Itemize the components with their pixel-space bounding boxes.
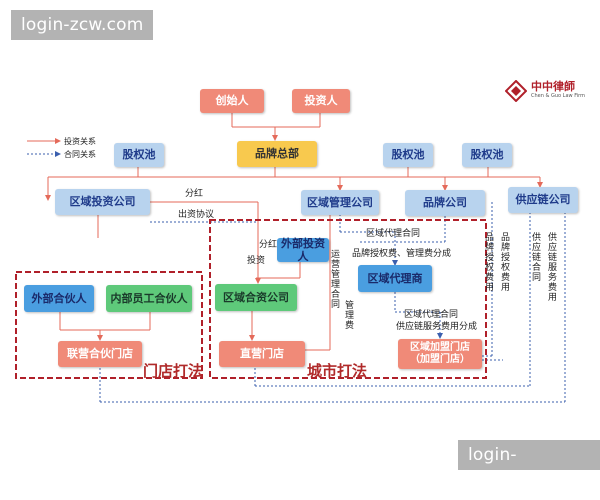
label-brand-license-fee-2: 品牌授权费用 [499, 232, 509, 292]
logo: 中中律師 Chen & Guo Law Firm [505, 78, 589, 104]
watermark-top: login-zcw.com [11, 10, 154, 40]
label-brand-license-fee: 品牌授权费用 [483, 232, 493, 292]
node-jv-store: 联营合伙门店 [58, 341, 142, 367]
label-supply-service-fee: 供应链服务费用 [546, 232, 556, 302]
label-ops-contract: 运营管理合同 [329, 249, 339, 309]
label-supply-fee-split: 供应链服务费用分成 [396, 322, 478, 332]
legend-invest: 投资关系 [64, 137, 96, 146]
node-regional-agent: 区域代理商 [358, 265, 432, 292]
node-brand-hq: 品牌总部 [237, 141, 317, 167]
label-dividend-1: 分红 [185, 189, 204, 199]
node-equity-pool-3: 股权池 [462, 143, 512, 167]
node-internal-partner: 内部员工合伙人 [106, 285, 192, 312]
node-franchise-store: 区域加盟门店 （加盟门店） [398, 339, 482, 369]
logo-cn: 中中律師 [531, 80, 575, 93]
label-supply-contract: 供应链合同 [530, 232, 540, 282]
node-external-investor: 外部投资人 [277, 237, 329, 263]
label-invest-agreement: 出资协议 [178, 210, 215, 220]
logo-emblem-icon [505, 80, 527, 102]
node-regional-jv: 区域合资公司 [215, 284, 297, 311]
node-equity-pool-1: 股权池 [114, 143, 164, 167]
label-mgmt-fee: 管理费 [343, 300, 353, 330]
node-external-partner: 外部合伙人 [24, 285, 94, 312]
label-city-method: 城市打法 [307, 362, 368, 380]
label-invest: 投资 [247, 256, 266, 266]
node-founder: 创始人 [200, 89, 264, 113]
node-equity-pool-2: 股权池 [383, 143, 433, 167]
node-direct-store: 直营门店 [219, 341, 305, 367]
label-brand-fee-split: 品牌授权费、管理费分成 [352, 249, 452, 259]
label-store-method: 门店打法 [143, 362, 204, 380]
logo-en: Chen & Guo Law Firm [531, 93, 585, 99]
label-agency-contract-2: 区域代理合同 [404, 310, 459, 320]
label-dividend-2: 分红 [259, 240, 278, 250]
legend-contract: 合同关系 [64, 150, 96, 159]
node-regional-invest: 区域投资公司 [55, 189, 150, 215]
label-agency-contract: 区域代理合同 [366, 229, 421, 239]
connector-lines [15, 112, 566, 403]
node-brand-company: 品牌公司 [405, 190, 485, 216]
node-regional-manage: 区域管理公司 [301, 190, 379, 215]
node-supply-chain: 供应链公司 [508, 187, 578, 213]
node-investor: 投资人 [292, 89, 350, 113]
